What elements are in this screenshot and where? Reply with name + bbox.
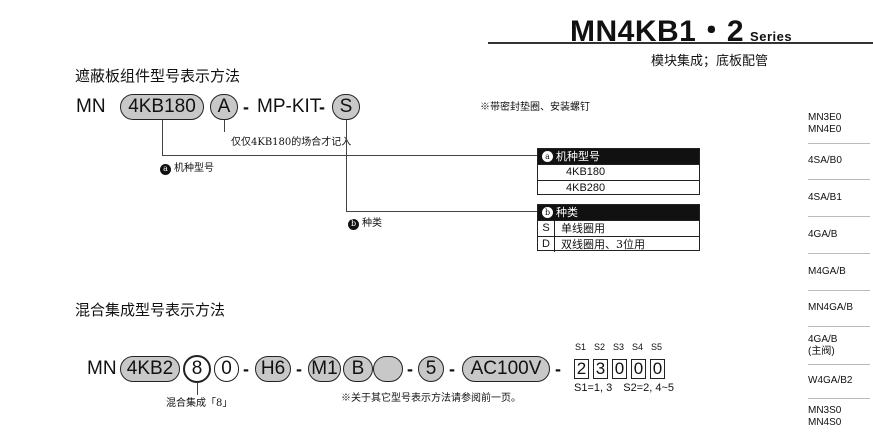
slot-label: S2	[594, 342, 606, 352]
s2-b-pill: B	[343, 356, 373, 382]
s2-model-pill: 4KB2	[120, 356, 180, 382]
s1-label-a-text: 机种型号	[174, 163, 214, 174]
sidebar-item-mn4gab[interactable]: MN4GA/B	[808, 302, 873, 314]
sidebar-item-label: 4SA/B1	[808, 192, 842, 203]
s2-five-pill: 5	[418, 356, 444, 382]
s2-foot-note: ※关于其它型号表示方法请参阅前一页。	[341, 393, 521, 404]
sidebar-item-label: 4GA/B	[808, 229, 838, 240]
box-a-title: 机种型号	[556, 150, 600, 163]
series-label: Series	[750, 29, 793, 44]
s1-model-pill: 4KB180	[120, 94, 204, 120]
box-a-row: 4KB180	[538, 164, 699, 180]
s2-dash5: -	[555, 359, 561, 379]
s1-option-a-pill: A	[210, 94, 238, 120]
s1-line-model-down	[162, 120, 163, 155]
title-rule	[488, 42, 873, 44]
bullet-b-icon: b	[348, 218, 359, 230]
s1-line-s-right	[346, 211, 537, 212]
sidebar-item-label: M4GA/B	[808, 266, 846, 277]
bullet-a-icon: a	[160, 163, 171, 175]
sidebar-item-mn3s0[interactable]: MN3S0 MN4S0	[808, 405, 873, 429]
sidebar-item-label: MN3S0 MN4S0	[808, 405, 842, 428]
sidebar-item-label: 4GA/B (主阀)	[808, 334, 838, 357]
s2-empty-pill	[373, 356, 403, 382]
sidebar-item-4gab[interactable]: 4GA/B	[808, 229, 873, 241]
s1-note-right: ※带密封垫圈、安装螺钉	[480, 102, 590, 113]
slot-label: S3	[613, 342, 625, 352]
sidebar-item-4sab1[interactable]: 4SA/B1	[808, 192, 873, 204]
s1-label-b-text: 种类	[362, 218, 382, 229]
sidebar-divider	[808, 398, 870, 399]
sidebar-item-label: W4GA/B2	[808, 375, 853, 386]
page-subtitle: 模块集成；底板配管	[651, 54, 769, 69]
box-b-desc: 双线圈用、3位用	[561, 238, 645, 251]
box-b-bullet-icon: b	[542, 207, 553, 218]
box-b-code: D	[538, 237, 555, 252]
s2-dash1: -	[243, 359, 249, 379]
s2-dash4: -	[449, 359, 455, 379]
sidebar-divider	[808, 364, 870, 365]
sidebar-item-mn3e0[interactable]: MN3E0 MN4E0	[808, 112, 873, 136]
sidebar-divider	[808, 179, 870, 180]
box-b-title: 种类	[556, 206, 578, 219]
s2-line-mix-down	[197, 383, 198, 395]
sidebar-divider	[808, 326, 870, 327]
slot-label: S4	[632, 342, 644, 352]
sidebar-divider	[808, 216, 870, 217]
sidebar-item-label: MN3E0 MN4E0	[808, 112, 842, 135]
box-a-bullet-icon: a	[542, 151, 553, 162]
s1-dash1: -	[243, 97, 249, 117]
s2-voltage-pill: AC100V	[462, 356, 550, 382]
sidebar-divider	[808, 143, 870, 144]
s2-mix-note: 混合集成「8」	[166, 398, 233, 409]
slot-value: 0	[612, 359, 627, 379]
section1-title: 遮蔽板组件型号表示方法	[75, 67, 241, 85]
s1-line-a-down	[224, 120, 225, 132]
s1-prefix: MN	[76, 96, 106, 117]
box-b-code: S	[538, 221, 555, 236]
slot-value: 2	[574, 359, 589, 379]
s2-dash3: -	[407, 359, 413, 379]
box-b-desc: 单线圈用	[561, 222, 605, 235]
section2-title: 混合集成型号表示方法	[75, 301, 226, 319]
box-b-row: D 双线圈用、3位用	[538, 236, 699, 252]
slot-note: S1=1, 3 S2=2, 4~5	[574, 382, 674, 394]
s1-option-s-pill: S	[332, 94, 360, 120]
sidebar-item-4gab-main[interactable]: 4GA/B (主阀)	[808, 334, 873, 358]
s2-h6-pill: H6	[255, 356, 291, 382]
box-a-row: 4KB280	[538, 180, 699, 196]
s2-dash2: -	[296, 359, 302, 379]
s2-digit0-pill: 0	[214, 356, 239, 382]
box-b-row: S 单线圈用	[538, 220, 699, 236]
s2-m1-pill: M1	[308, 356, 341, 382]
s1-note-a: 仅仅4KB180的场合才记入	[231, 137, 352, 148]
s2-prefix: MN	[87, 358, 117, 379]
sidebar-item-label: MN4GA/B	[808, 302, 854, 313]
s1-kit: MP-KIT	[257, 96, 322, 117]
s1-line-model-right	[162, 155, 537, 156]
sidebar-item-m4gab[interactable]: M4GA/B	[808, 266, 873, 278]
slot-value: 3	[593, 359, 608, 379]
s1-line-s-down	[346, 120, 347, 212]
sidebar-divider	[808, 290, 870, 291]
s1-dash2: -	[319, 97, 325, 117]
sidebar-item-label: 4SA/B0	[808, 155, 842, 166]
slot-label: S5	[651, 342, 663, 352]
sidebar-item-w4gab2[interactable]: W4GA/B2	[808, 375, 873, 387]
sidebar-divider	[808, 253, 870, 254]
slot-value: 0	[631, 359, 646, 379]
slot-value: 0	[650, 359, 665, 379]
sidebar-item-4sab0[interactable]: 4SA/B0	[808, 155, 873, 167]
slot-label: S1	[575, 342, 587, 352]
s2-mix-pill: 8	[183, 355, 211, 383]
